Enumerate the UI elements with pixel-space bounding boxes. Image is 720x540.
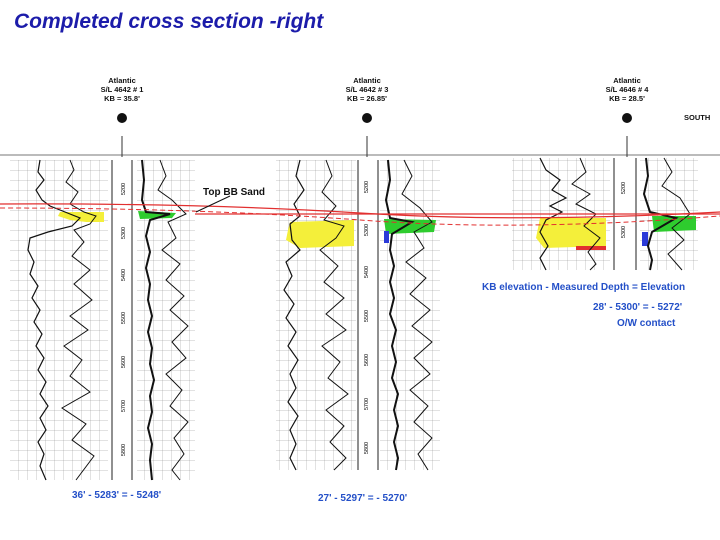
- gas-zone-3: [652, 216, 696, 232]
- well-1-operator: Atlantic: [108, 76, 136, 85]
- top-bb-leader: [195, 195, 231, 213]
- well-3-operator: Atlantic: [613, 76, 641, 85]
- well-1-name: S/L 4642 # 1: [100, 85, 144, 94]
- depth-tick: 5300: [121, 227, 127, 239]
- depth-tick: 5200: [121, 183, 127, 195]
- well-2-symbol: [362, 113, 372, 123]
- correlation-line-upper: [0, 203, 720, 219]
- depth-tick: 5200: [364, 181, 370, 193]
- elevation-calc-2: 27' - 5297' = - 5270': [318, 493, 408, 504]
- well-1-kb: KB = 35.8': [104, 94, 140, 103]
- depth-tick: 5400: [364, 266, 370, 278]
- depth-tick: 5500: [121, 312, 127, 324]
- depth-tick: 5800: [121, 444, 127, 456]
- oil-sand-2: [286, 220, 354, 248]
- well-3-symbol: [622, 113, 632, 123]
- elevation-calc-3: 28' - 5300' = - 5272': [593, 302, 683, 313]
- correlation-line-dashed: [0, 207, 720, 226]
- elevation-calc-1: 36' - 5283' = - 5248': [72, 490, 162, 501]
- depth-tick: 5500: [364, 310, 370, 322]
- well-3-name: S/L 4646 # 4: [605, 85, 649, 94]
- well-3-kb: KB = 28.5': [609, 94, 645, 103]
- direction-label: SOUTH: [684, 113, 711, 122]
- well-header-1: Atlantic S/L 4642 # 1 KB = 35.8': [77, 76, 167, 103]
- depth-tick: 5700: [121, 400, 127, 412]
- well-header-2: Atlantic S/L 4642 # 3 KB = 26.85': [322, 76, 412, 103]
- elevation-formula: KB elevation - Measured Depth = Elevatio…: [482, 282, 686, 293]
- depth-tick: 5600: [364, 354, 370, 366]
- depth-tick: 5600: [121, 356, 127, 368]
- well-2-operator: Atlantic: [353, 76, 381, 85]
- depth-tick: 5300: [364, 224, 370, 236]
- oil-sand-3: [536, 218, 606, 248]
- depth-tick: 5700: [364, 398, 370, 410]
- well-log-1: 5200 5300 5400 5500 5600 5700 5800: [10, 159, 195, 481]
- page-title: Completed cross section -right: [14, 10, 324, 33]
- ow-contact-label: O/W contact: [617, 318, 676, 329]
- depth-tick: 5400: [121, 269, 127, 281]
- water-zone-2: [384, 231, 389, 243]
- well-log-3: 5200 5300: [512, 157, 698, 271]
- well-2-name: S/L 4642 # 3: [345, 85, 389, 94]
- well-1-symbol: [117, 113, 127, 123]
- top-bb-sand-label: Top BB Sand: [203, 187, 266, 198]
- depth-tick: 5800: [364, 442, 370, 454]
- water-zone-3: [642, 232, 648, 246]
- well-header-3: Atlantic S/L 4646 # 4 KB = 28.5': [582, 76, 672, 103]
- well-log-2: 5200 5300 5400 5500 5600 5700 5800: [276, 159, 440, 471]
- depth-tick: 5300: [621, 226, 627, 238]
- well-2-kb: KB = 26.85': [347, 94, 387, 103]
- depth-tick: 5200: [621, 182, 627, 194]
